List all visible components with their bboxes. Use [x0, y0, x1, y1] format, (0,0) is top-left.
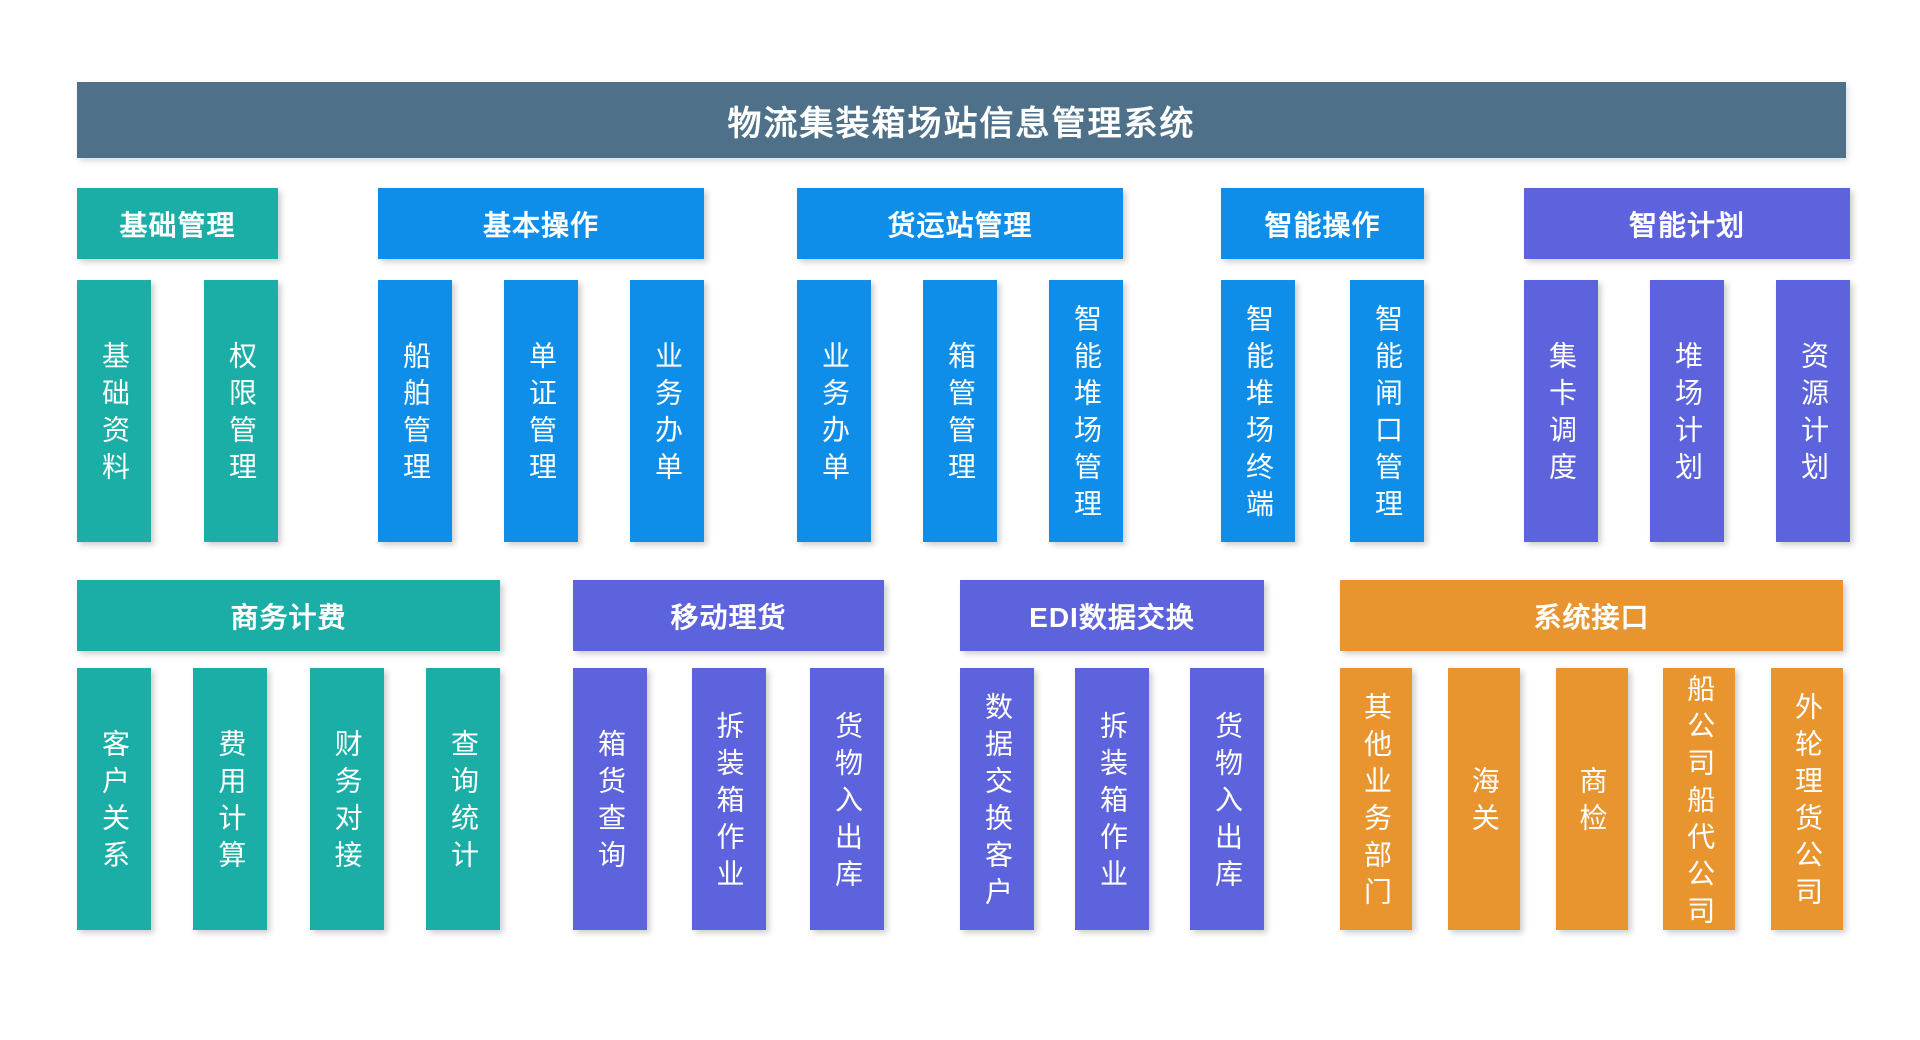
group-title: 基础管理 [119, 209, 236, 241]
group-title: 智能计划 [1628, 209, 1745, 241]
group-smart-operations: 智能操作 智能堆场终端 智能闸口管理 [1221, 188, 1424, 542]
module-stuffing-unstuffing-operation: 拆装箱作业 [691, 668, 766, 930]
module-label: 基础资料 [99, 341, 130, 489]
group-header-basic-operations: 基本操作 [378, 188, 704, 259]
module-stuffing-unstuffing-operation: 拆装箱作业 [1075, 668, 1149, 930]
module-label: 船舶管理 [400, 341, 431, 489]
module-label: 船公司船代公司 [1684, 673, 1716, 933]
module-shipping-company-agent: 船公司船代公司 [1663, 668, 1736, 933]
group-header-smart-planning: 智能计划 [1524, 188, 1850, 259]
module-basic-data: 基础资料 [77, 280, 151, 542]
group-header-smart-operations: 智能操作 [1221, 188, 1424, 259]
module-label: 业务办单 [819, 341, 850, 489]
module-label: 权限管理 [226, 341, 257, 489]
module-label: 单证管理 [526, 341, 557, 489]
group-title: 智能操作 [1264, 209, 1381, 241]
module-query-statistics: 查询统计 [425, 668, 500, 930]
module-label: 费用计算 [215, 729, 247, 877]
group-columns: 客户关系 费用计算 财务对接 查询统计 [77, 668, 500, 930]
group-title: EDI数据交换 [1029, 601, 1195, 633]
module-label: 箱货查询 [595, 729, 626, 877]
module-label: 堆场计划 [1672, 341, 1703, 489]
module-label: 智能闸口管理 [1372, 304, 1403, 526]
group-columns: 业务办单 箱管管理 智能堆场管理 [797, 280, 1123, 542]
module-finance-integration: 财务对接 [309, 668, 384, 930]
module-foreign-vessel-tally-company: 外轮理货公司 [1771, 668, 1843, 930]
module-truck-dispatch: 集卡调度 [1524, 280, 1598, 542]
module-label: 智能堆场终端 [1243, 304, 1274, 526]
group-header-commerce-billing: 商务计费 [77, 580, 500, 651]
group-columns: 集卡调度 堆场计划 资源计划 [1524, 280, 1850, 542]
module-label: 其他业务部门 [1361, 692, 1392, 914]
group-header-edi-data-exchange: EDI数据交换 [960, 580, 1264, 651]
module-label: 资源计划 [1798, 341, 1829, 489]
module-vessel-management: 船舶管理 [378, 280, 452, 542]
module-label: 货物入出库 [832, 710, 863, 896]
module-yard-planning: 堆场计划 [1650, 280, 1724, 542]
module-permission-management: 权限管理 [204, 280, 278, 542]
module-customs: 海关 [1447, 668, 1520, 930]
group-title: 系统接口 [1533, 601, 1650, 633]
group-freight-station-management: 货运站管理 业务办单 箱管管理 智能堆场管理 [797, 188, 1123, 542]
group-columns: 数据交换客户 拆装箱作业 货物入出库 [960, 668, 1264, 930]
module-label: 财务对接 [331, 729, 363, 877]
module-cargo-in-out-warehouse: 货物入出库 [1190, 668, 1264, 930]
group-header-freight-station-management: 货运站管理 [797, 188, 1123, 259]
module-container-management: 箱管管理 [923, 280, 997, 542]
module-resource-planning: 资源计划 [1776, 280, 1850, 542]
group-columns: 箱货查询 拆装箱作业 货物入出库 [573, 668, 884, 930]
module-label: 拆装箱作业 [1097, 710, 1128, 896]
group-basic-operations: 基本操作 船舶管理 单证管理 业务办单 [378, 188, 704, 542]
group-columns: 其他业务部门 海关 商检 船公司船代公司 外轮理货公司 [1340, 668, 1843, 933]
module-label: 商检 [1576, 766, 1608, 840]
system-title: 物流集装箱场站信息管理系统 [727, 104, 1196, 143]
group-title: 商务计费 [230, 601, 347, 633]
group-header-mobile-tally: 移动理货 [573, 580, 884, 651]
module-smart-gate-management: 智能闸口管理 [1350, 280, 1424, 542]
module-business-order: 业务办单 [797, 280, 871, 542]
module-label: 海关 [1468, 766, 1500, 840]
module-label: 查询统计 [447, 729, 479, 877]
module-business-order: 业务办单 [630, 280, 704, 542]
module-label: 外轮理货公司 [1792, 692, 1823, 914]
module-commodity-inspection: 商检 [1555, 668, 1628, 930]
module-data-exchange-customer: 数据交换客户 [960, 668, 1034, 930]
group-columns: 基础资料 权限管理 [77, 280, 278, 542]
module-smart-yard-management: 智能堆场管理 [1049, 280, 1123, 542]
module-label: 业务办单 [652, 341, 683, 489]
group-basic-management: 基础管理 基础资料 权限管理 [77, 188, 278, 542]
system-title-banner: 物流集装箱场站信息管理系统 [77, 82, 1846, 158]
group-title: 基本操作 [482, 209, 599, 241]
module-label: 集卡调度 [1546, 341, 1577, 489]
group-columns: 船舶管理 单证管理 业务办单 [378, 280, 704, 542]
module-customer-relations: 客户关系 [77, 668, 151, 930]
module-label: 智能堆场管理 [1071, 304, 1102, 526]
group-commerce-billing: 商务计费 客户关系 费用计算 财务对接 查询统计 [77, 580, 500, 930]
group-header-basic-management: 基础管理 [77, 188, 278, 259]
module-label: 数据交换客户 [982, 692, 1013, 914]
module-smart-yard-terminal: 智能堆场终端 [1221, 280, 1295, 542]
group-columns: 智能堆场终端 智能闸口管理 [1221, 280, 1424, 542]
module-fee-calculation: 费用计算 [193, 668, 268, 930]
group-edi-data-exchange: EDI数据交换 数据交换客户 拆装箱作业 货物入出库 [960, 580, 1264, 930]
module-label: 货物入出库 [1212, 710, 1243, 896]
group-smart-planning: 智能计划 集卡调度 堆场计划 资源计划 [1524, 188, 1850, 542]
group-system-interface: 系统接口 其他业务部门 海关 商检 船公司船代公司 外轮理货公司 [1340, 580, 1843, 933]
module-label: 客户关系 [99, 729, 130, 877]
module-label: 拆装箱作业 [713, 710, 745, 896]
group-mobile-tally: 移动理货 箱货查询 拆装箱作业 货物入出库 [573, 580, 884, 930]
module-container-cargo-query: 箱货查询 [573, 668, 647, 930]
group-header-system-interface: 系统接口 [1340, 580, 1843, 651]
module-cargo-in-out-warehouse: 货物入出库 [810, 668, 884, 930]
group-title: 移动理货 [670, 601, 787, 633]
module-label: 箱管管理 [945, 341, 976, 489]
module-other-business-departments: 其他业务部门 [1340, 668, 1412, 930]
group-title: 货运站管理 [887, 209, 1033, 241]
module-document-management: 单证管理 [504, 280, 578, 542]
